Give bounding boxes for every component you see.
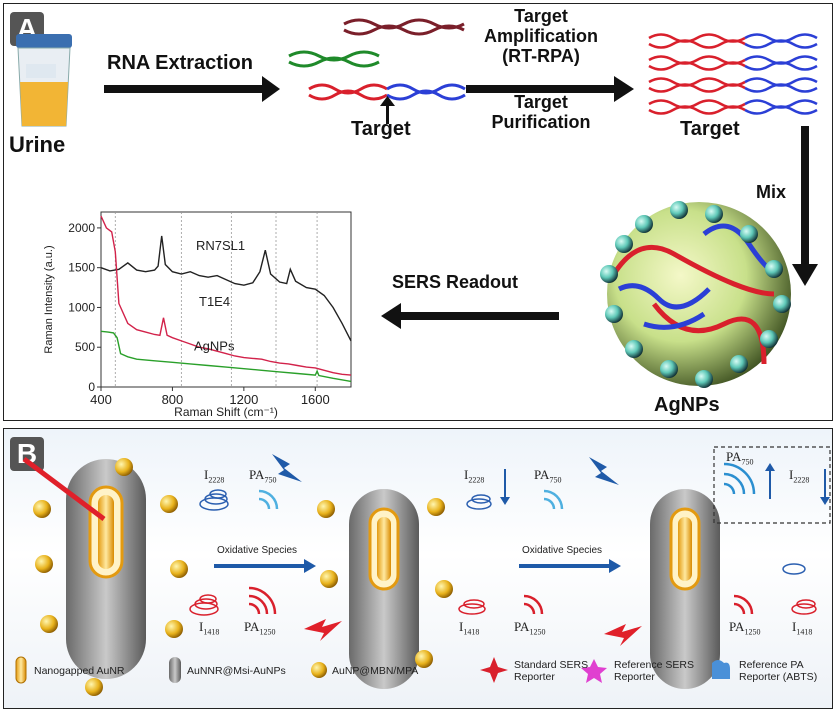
i2228-label-2: I2228: [464, 467, 485, 485]
amplification-arrow: [466, 76, 634, 102]
urine-cup-icon: [16, 34, 72, 127]
i1418-label-2: I1418: [459, 619, 480, 637]
legend-icons: [15, 656, 730, 684]
pa1250-label-3: PA1250: [729, 619, 761, 637]
i1418-label-1: I1418: [199, 619, 220, 637]
legend-aunnr-msi: AuNNR@Msi-AuNPs: [187, 665, 286, 677]
nanorod-3-icon: [650, 489, 720, 689]
pa750-label-3: PA750: [726, 449, 754, 467]
series-line-t1e4: [100, 215, 352, 376]
legend-nanogapped: Nanogapped AuNR: [34, 665, 125, 677]
result-dashed-box: [713, 446, 831, 524]
series-line-agnps: [100, 330, 352, 383]
pa-signal-icons: [248, 462, 756, 615]
y-tick-label: 1500: [68, 261, 95, 275]
rna-extraction-label: RNA Extraction: [107, 52, 253, 74]
panel-b: B: [3, 428, 833, 709]
sers-readout-arrow: [381, 303, 559, 329]
trend-arrows: [500, 463, 830, 505]
oxidative-arrow-1: [214, 559, 316, 573]
laser-lightning-icon: [272, 454, 642, 646]
target-pointer-arrow: [380, 96, 395, 124]
panel-a: A: [3, 3, 833, 421]
x-tick-label: 400: [90, 392, 112, 407]
nanorod-2-icon: [349, 489, 419, 689]
aunp-satellites-icon: [33, 458, 453, 696]
chart-plot-frame: [100, 211, 352, 388]
sers-signal-1418-icons: [189, 594, 817, 616]
mix-label: Mix: [756, 182, 787, 202]
urine-label: Urine: [9, 132, 66, 157]
oxidative-label-1: Oxidative Species: [217, 545, 298, 556]
oxidative-arrow-2: [519, 559, 621, 573]
x-tick-label: 800: [162, 392, 184, 407]
dna-strands-icon: [288, 18, 466, 101]
y-tick-label: 500: [75, 340, 95, 354]
sers-readout-label: SERS Readout: [392, 272, 519, 292]
series-label-agnps: AgNPs: [194, 338, 235, 353]
target-right-label: Target: [680, 118, 740, 140]
pa750-label-2: PA750: [534, 467, 562, 485]
legend-aunp: AuNP@MBN/MPA: [332, 665, 419, 677]
series-label-rn7sl1: RN7SL1: [196, 238, 245, 253]
pa1250-label-2: PA1250: [514, 619, 546, 637]
pa1250-label-1: PA1250: [244, 619, 276, 637]
rna-extraction-arrow: [104, 76, 280, 102]
x-tick-label: 1200: [229, 392, 258, 407]
panel-a-graphics: [16, 18, 818, 388]
panel-b-graphics: [15, 446, 831, 696]
mix-arrow: [792, 126, 818, 286]
i1418-label-3: I1418: [792, 619, 813, 637]
y-tick-label: 2000: [68, 221, 95, 235]
panel-b-label: B: [10, 437, 44, 471]
nanorod-1-icon: [22, 457, 146, 679]
oxidative-label-2: Oxidative Species: [522, 545, 603, 556]
purification-label: Target Purification: [491, 92, 591, 132]
i2228-label-1: I2228: [204, 467, 225, 485]
y-tick-label: 0: [88, 380, 95, 394]
series-label-t1e4: T1E4: [199, 294, 230, 309]
agnps-label: AgNPs: [654, 394, 720, 416]
amplification-label: Target Amplification (RT-RPA): [483, 6, 598, 66]
sers-signal-2228-icons: [199, 489, 806, 575]
x-axis-label: Raman Shift (cm⁻¹): [174, 405, 278, 419]
i2228-label-3: I2228: [789, 467, 810, 485]
amplified-target-icon: [648, 33, 818, 115]
agnp-sphere-icon: [600, 201, 791, 388]
y-tick-label: 1000: [68, 300, 95, 314]
y-axis-label: Raman Intensity (a.u.): [43, 245, 55, 353]
pa750-label-1: PA750: [249, 467, 277, 485]
x-tick-label: 1600: [301, 392, 330, 407]
target-left-label: Target: [351, 118, 411, 140]
series-line-rn7sl1: [100, 235, 352, 342]
